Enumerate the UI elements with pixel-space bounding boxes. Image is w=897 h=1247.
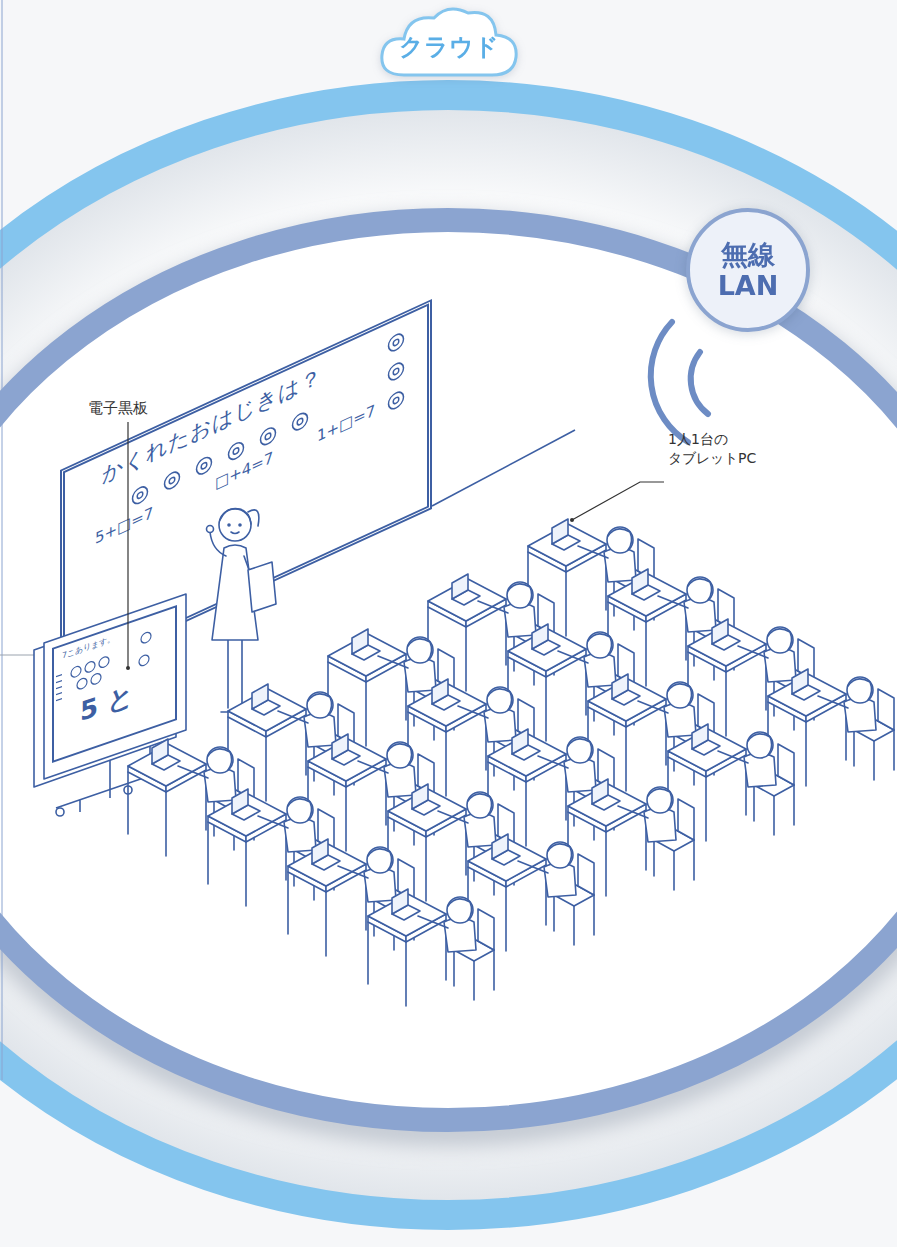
stand-wheel xyxy=(188,762,196,770)
stand-pole xyxy=(110,742,150,798)
student-desk xyxy=(568,779,694,896)
inner-lan-ring xyxy=(0,220,897,1120)
cloud-node: クラウド xyxy=(374,3,524,81)
student-desk xyxy=(228,684,354,801)
callout-label: 電子黒板 xyxy=(88,398,178,418)
callout-label: 1人1台の タブレットPC xyxy=(668,430,768,468)
ring-shadow xyxy=(0,228,897,1132)
teacher-legs xyxy=(228,640,242,708)
board-text: かくれたおはじきは？ xyxy=(102,363,321,488)
stand-base xyxy=(56,760,196,812)
leader-line xyxy=(572,482,664,520)
wireless-wave xyxy=(651,322,688,442)
student-desk xyxy=(208,789,334,906)
student-desk xyxy=(528,519,654,636)
student-desk xyxy=(428,574,554,691)
board-text: 5+□=7 xyxy=(95,504,153,548)
student-desk xyxy=(508,624,634,741)
student-desk xyxy=(128,739,254,856)
student-desk xyxy=(308,734,434,851)
lan-title: 無線 LAN xyxy=(705,239,791,301)
stand-wheel xyxy=(124,786,132,794)
leader-dot xyxy=(570,518,574,522)
student-desk xyxy=(588,674,714,791)
margin-tick xyxy=(0,655,36,656)
wall-floor-line xyxy=(432,430,575,506)
screen-text: 5 と xyxy=(80,680,134,729)
cloud-outline xyxy=(382,9,516,75)
student-desk xyxy=(688,619,814,736)
outer-cloud-ring xyxy=(0,95,897,1215)
electronic-board-stand xyxy=(34,594,196,816)
stand-wheel xyxy=(56,808,64,816)
student-desk xyxy=(668,724,794,841)
margin-line xyxy=(2,0,3,1080)
wireless-lan-circle: 無線 LAN xyxy=(685,207,811,333)
node-text-area: クラウド xyxy=(374,3,524,81)
student-desk xyxy=(388,784,514,901)
student-desk xyxy=(368,889,494,1006)
student-desk xyxy=(488,729,614,846)
wireless-wave xyxy=(691,352,708,414)
board-text: □+4=7 xyxy=(215,449,273,493)
cloud-title: クラウド xyxy=(399,34,499,62)
student-desk xyxy=(408,679,534,796)
node-text-area: 無線 LAN xyxy=(685,207,811,333)
student-desk xyxy=(328,629,454,746)
teacher-shoes xyxy=(221,711,251,713)
circle-outline xyxy=(688,210,808,330)
board-text: 1+□=7 xyxy=(317,402,375,446)
student-desk xyxy=(608,569,734,686)
student-desk xyxy=(768,669,894,786)
blackboard: かくれたおはじきは？ 5+□=7 □+4=7 1+□=7 xyxy=(60,299,432,680)
student-desk xyxy=(468,834,594,951)
student-desk xyxy=(288,839,414,956)
